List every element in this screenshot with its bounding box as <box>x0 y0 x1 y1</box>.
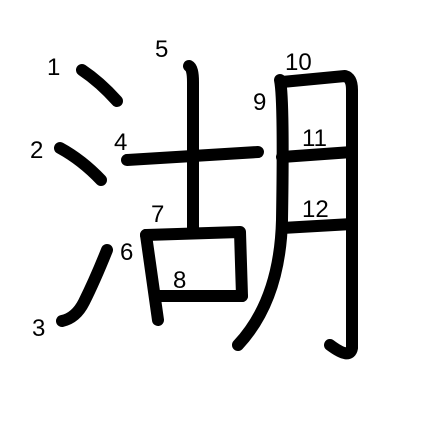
stroke-number-6: 6 <box>120 239 133 266</box>
stroke-number-10: 10 <box>285 49 312 76</box>
stroke-number-2: 2 <box>30 137 43 164</box>
stroke-10 <box>276 70 358 360</box>
stroke-9 <box>232 74 289 351</box>
stroke-number-4: 4 <box>114 129 127 156</box>
stroke-number-12: 12 <box>302 196 329 223</box>
stroke-number-3: 3 <box>32 315 45 342</box>
stroke-11 <box>276 146 358 163</box>
stroke-number-9: 9 <box>253 89 266 116</box>
stroke-1 <box>76 64 123 107</box>
stroke-number-5: 5 <box>155 36 168 63</box>
stroke-6 <box>140 229 164 326</box>
stroke-number-11: 11 <box>302 125 327 152</box>
stroke-7 <box>140 226 248 302</box>
stroke-2 <box>54 142 107 186</box>
stroke-3 <box>56 244 113 327</box>
stroke-12 <box>276 218 358 234</box>
stroke-number-8: 8 <box>173 267 186 294</box>
stroke-number-7: 7 <box>151 201 164 228</box>
stroke-number-1: 1 <box>47 54 60 81</box>
stroke-5 <box>183 60 199 236</box>
